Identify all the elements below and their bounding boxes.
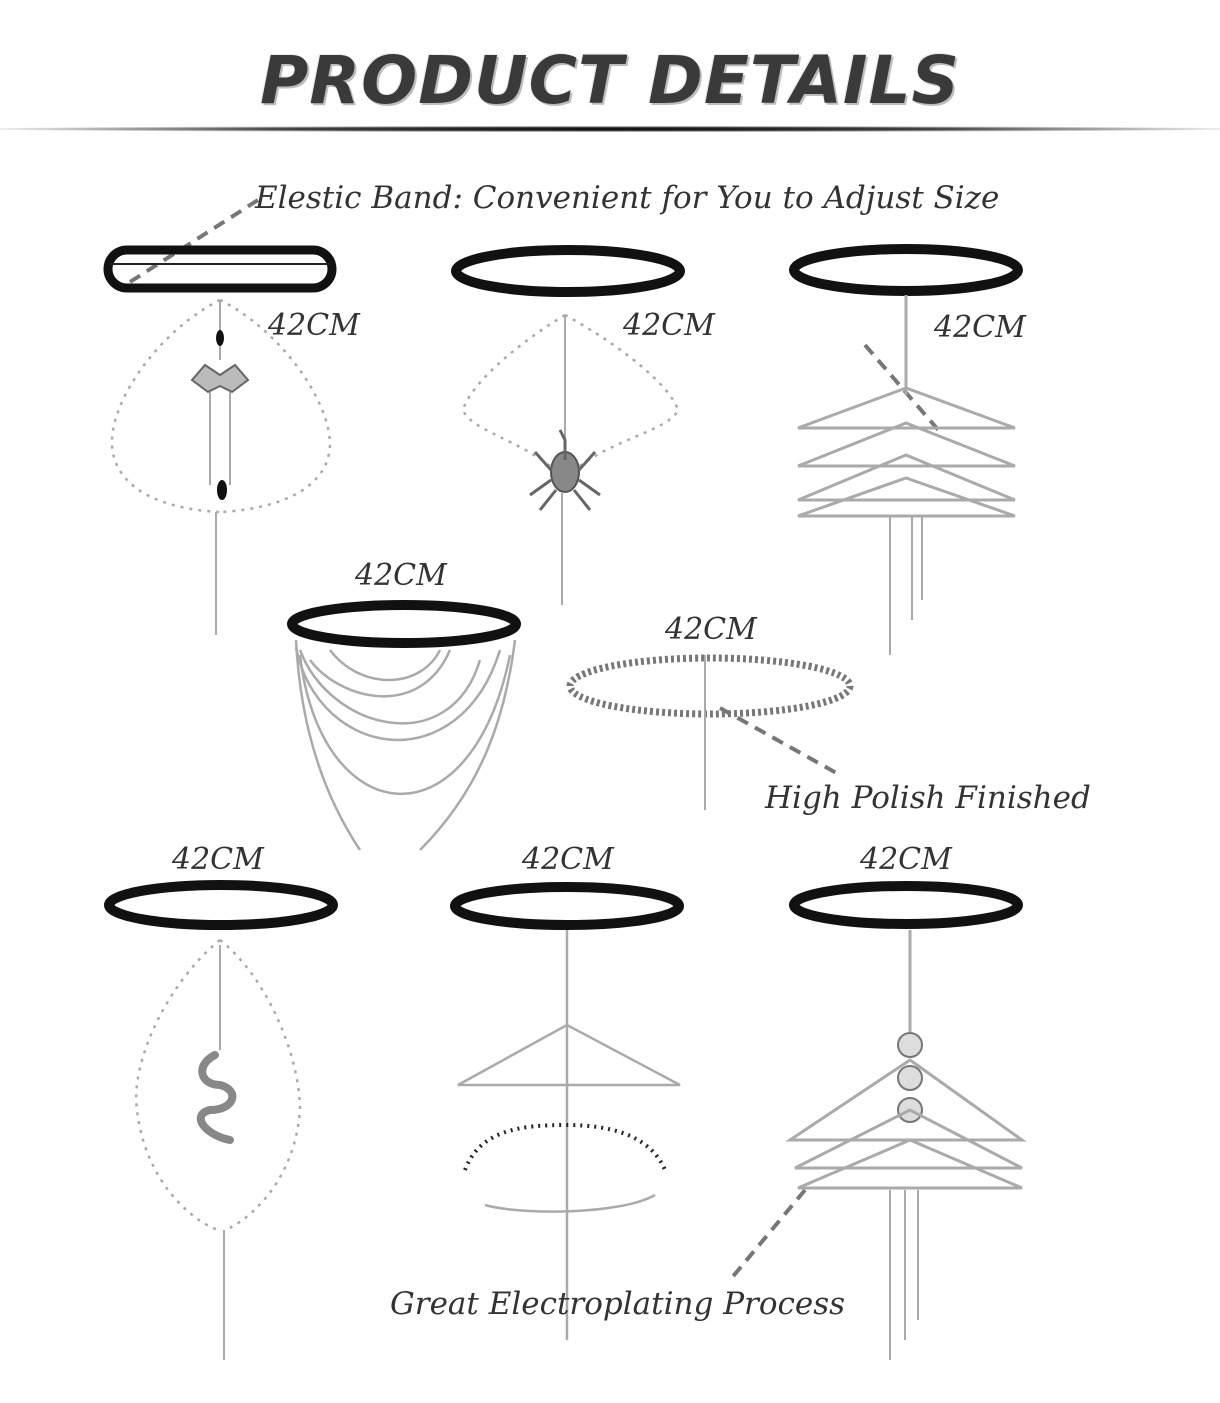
anklet-7-beaded [450,882,684,1340]
page-title: PRODUCT DETAILS [259,42,961,119]
title-underline [0,126,1220,132]
callout-line-polish [719,706,841,777]
size-label-5: 42CM [665,612,757,647]
size-label-2: 42CM [623,308,715,343]
size-label-7: 42CM [522,842,614,877]
anklet-6-snake [104,880,338,1360]
anklet-2-scorpion [451,245,685,605]
callout-line-plating [728,1188,807,1282]
anklet-3-layered [789,244,1023,655]
size-label-1: 42CM [268,308,360,343]
callout-plating: Great Electroplating Process [390,1286,846,1322]
size-label-3: 42CM [934,310,1026,345]
size-label-8: 42CM [860,842,952,877]
anklet-1-bat [103,245,337,635]
anklet-8-coin [785,881,1027,1360]
size-label-6: 42CM [172,842,264,877]
anklet-5-rhinestone [566,654,854,810]
callout-polish: High Polish Finished [765,780,1091,816]
callout-line-band [128,198,260,284]
callout-band: Elestic Band: Convenient for You to Adju… [255,180,1000,216]
anklet-4-tassel [287,600,521,851]
size-label-4: 42CM [355,558,447,593]
